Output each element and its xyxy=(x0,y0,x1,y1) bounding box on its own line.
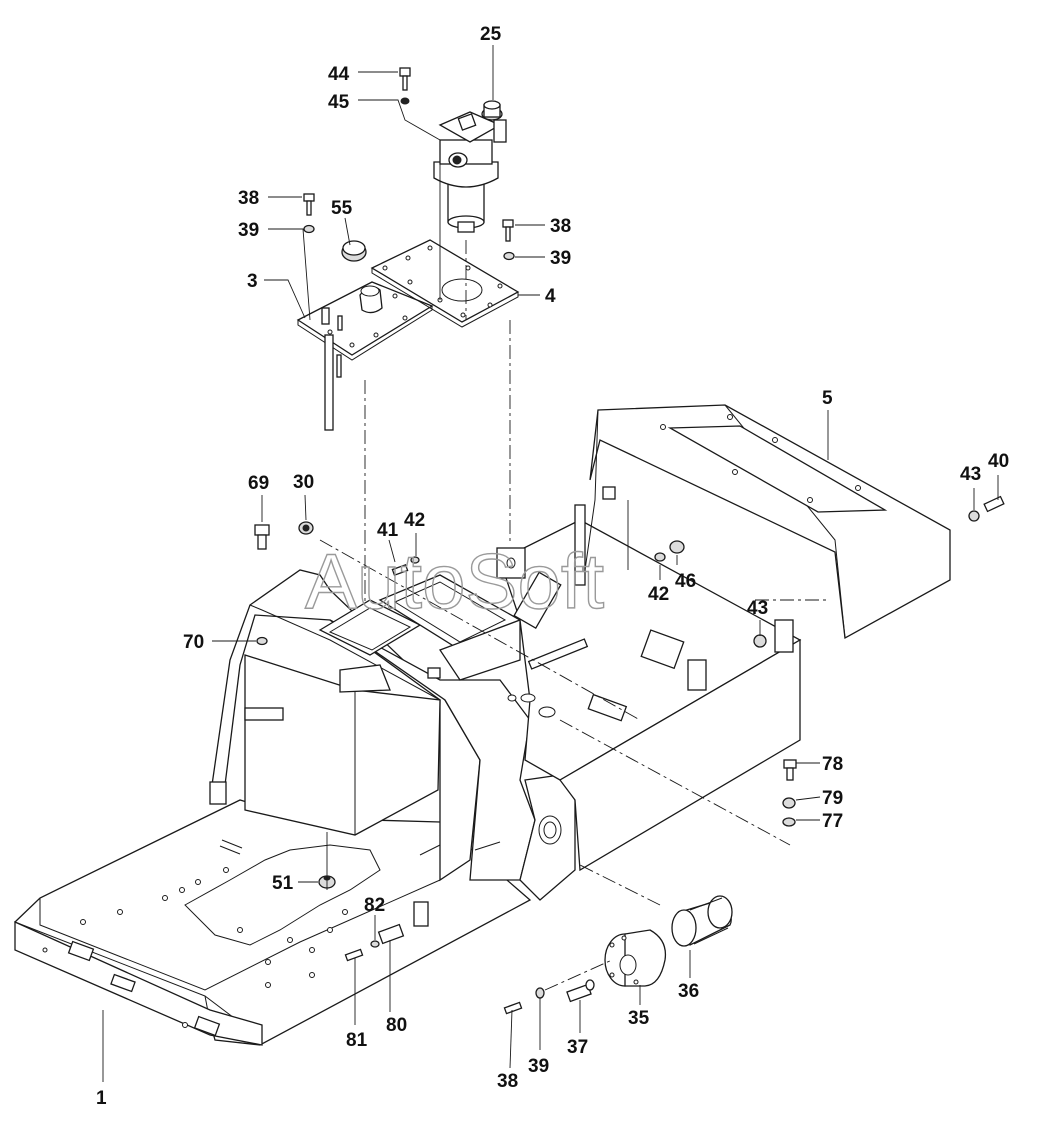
callout-42: 42 xyxy=(648,584,669,605)
floor-holes xyxy=(42,867,348,1028)
callout-35: 35 xyxy=(628,1008,650,1029)
callout-45: 45 xyxy=(328,92,350,113)
callout-1: 1 xyxy=(96,1088,107,1109)
watermark: AutoSoft xyxy=(305,537,605,625)
leader-lines xyxy=(102,45,999,1082)
callout-80: 80 xyxy=(386,1015,407,1036)
flange-35 xyxy=(604,929,667,987)
callout-81: 81 xyxy=(346,1030,368,1051)
callout-82: 82 xyxy=(364,895,385,916)
callout-42: 42 xyxy=(404,510,425,531)
callout-38: 38 xyxy=(550,216,571,237)
callout-4: 4 xyxy=(545,286,556,307)
callout-43: 43 xyxy=(747,598,768,619)
callout-55: 55 xyxy=(331,198,353,219)
callout-38: 38 xyxy=(497,1071,518,1092)
callout-30: 30 xyxy=(293,472,314,493)
callout-77: 77 xyxy=(822,811,843,832)
cover-hood xyxy=(584,404,951,640)
callout-5: 5 xyxy=(822,388,833,409)
callout-46: 46 xyxy=(675,571,696,592)
callout-39: 39 xyxy=(238,220,259,241)
callout-78: 78 xyxy=(822,754,843,775)
coupling-36 xyxy=(671,895,733,947)
callout-51: 51 xyxy=(272,873,294,894)
callout-79: 79 xyxy=(822,788,843,809)
callout-36: 36 xyxy=(678,981,699,1002)
callout-39: 39 xyxy=(528,1056,549,1077)
plate-4 xyxy=(370,239,520,328)
callout-37: 37 xyxy=(567,1037,588,1058)
callout-69: 69 xyxy=(248,473,269,494)
knob-55 xyxy=(341,240,367,262)
plate-3 xyxy=(296,281,434,431)
callout-41: 41 xyxy=(377,520,399,541)
filter-25 xyxy=(433,100,507,233)
callout-70: 70 xyxy=(183,632,204,653)
callout-40: 40 xyxy=(988,451,1009,472)
callout-39: 39 xyxy=(550,248,571,269)
callout-25: 25 xyxy=(480,24,502,45)
callout-43: 43 xyxy=(960,464,981,485)
callout-38: 38 xyxy=(238,188,259,209)
main-frame xyxy=(14,504,802,1046)
fasteners xyxy=(254,67,1005,1015)
callout-44: 44 xyxy=(328,64,350,85)
callout-3: 3 xyxy=(247,271,258,292)
callout-labels: 25 44 45 38 39 55 3 38 39 4 5 43 40 69 3… xyxy=(96,24,1009,1109)
